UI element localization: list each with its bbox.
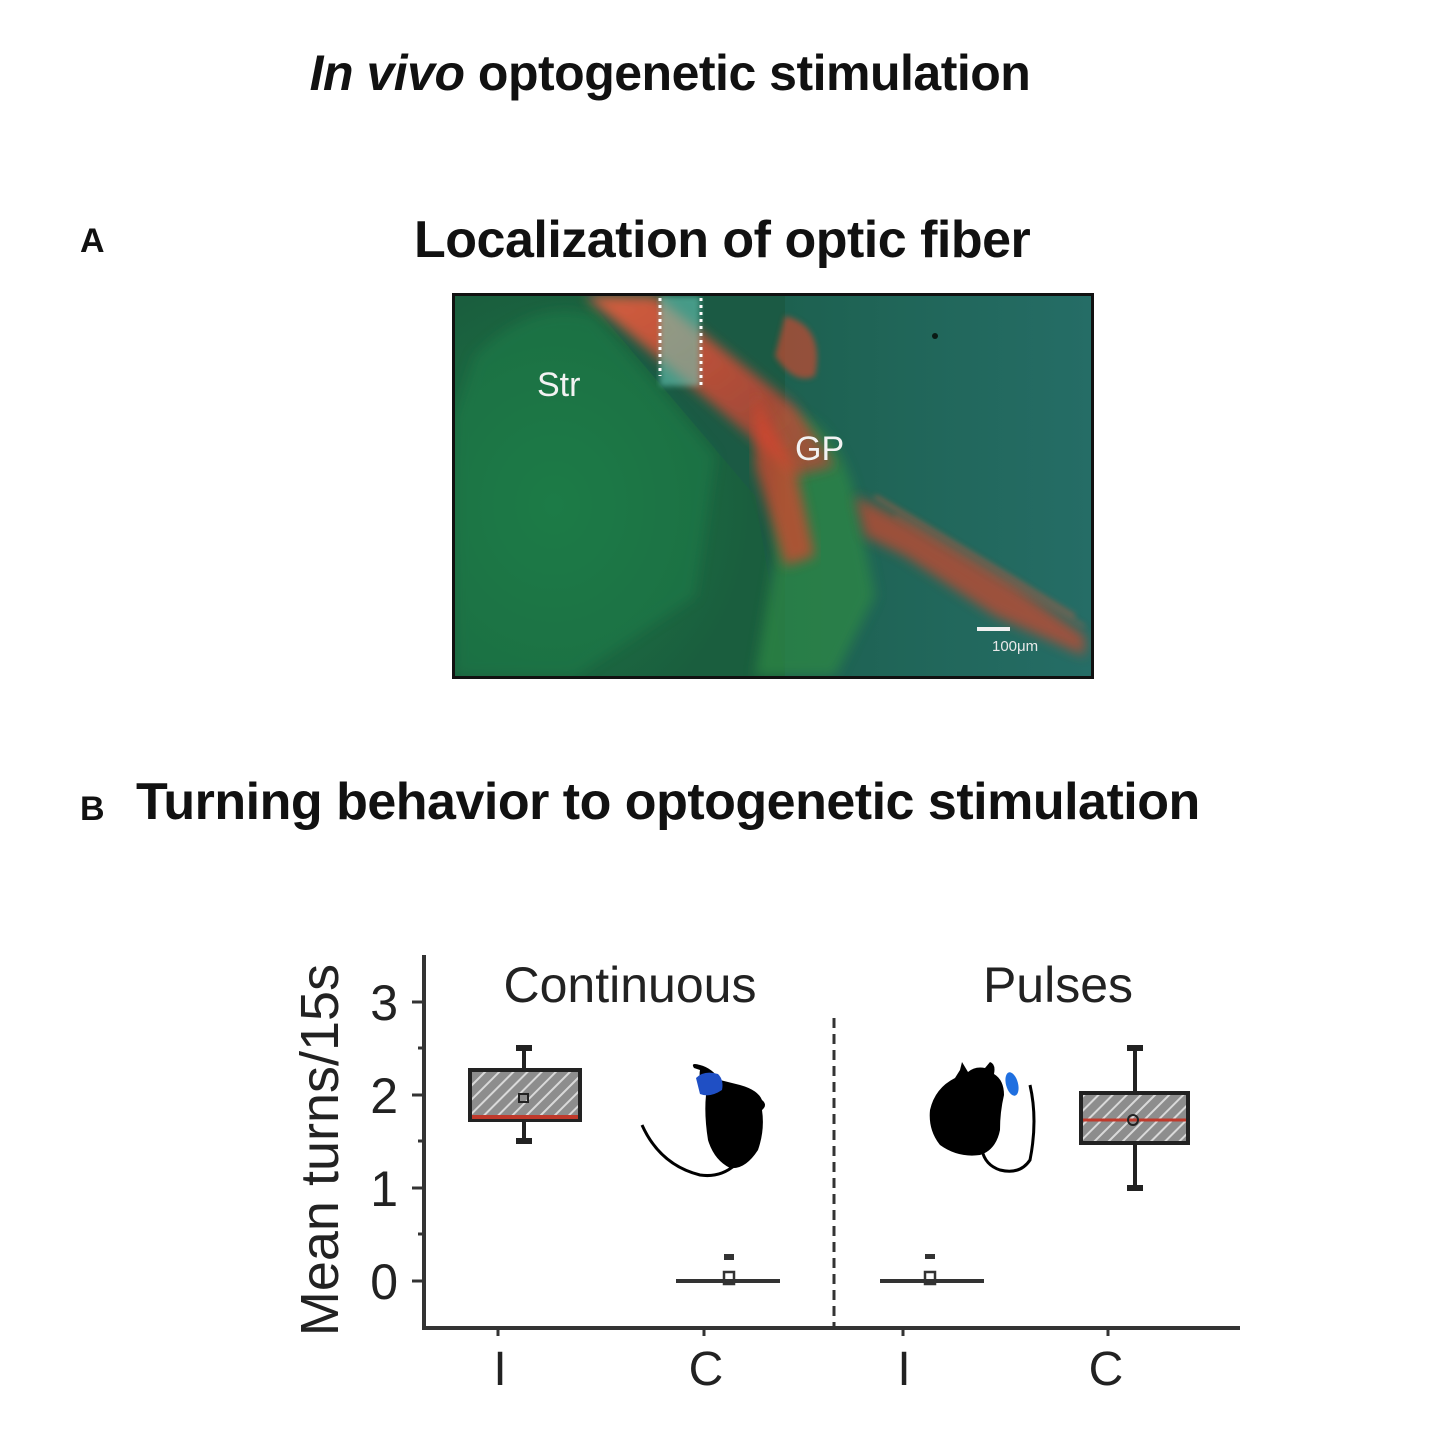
y-axis-label: Mean turns/15s bbox=[290, 964, 350, 1336]
group-label-continuous: Continuous bbox=[504, 957, 757, 1013]
globus-pallidus-label: GP bbox=[795, 430, 845, 468]
y-tick-2: 2 bbox=[370, 1068, 398, 1124]
box-pulses-i bbox=[880, 1254, 984, 1286]
x-tick-pulses-c: C bbox=[1089, 1343, 1124, 1396]
figure-title-rest: optogenetic stimulation bbox=[464, 45, 1031, 101]
mouse-ipsilateral-icon bbox=[640, 1064, 765, 1177]
scale-bar-label: 100μm bbox=[992, 638, 1039, 655]
figure-title-italic: In vivo bbox=[309, 45, 465, 101]
x-tick-continuous-c: C bbox=[689, 1343, 724, 1396]
y-tick-3: 3 bbox=[370, 975, 398, 1031]
box-pulses-c bbox=[1079, 1045, 1190, 1191]
y-tick-0: 0 bbox=[370, 1254, 398, 1310]
panel-b-letter: B bbox=[80, 790, 105, 828]
box-continuous-c bbox=[676, 1254, 780, 1286]
panel-a-letter: A bbox=[80, 222, 105, 260]
mouse-contralateral-icon bbox=[929, 1062, 1036, 1173]
axes bbox=[412, 955, 1240, 1336]
striatum-label: Str bbox=[537, 366, 581, 404]
box-continuous-i bbox=[468, 1045, 582, 1144]
panel-a-title: Localization of optic fiber bbox=[414, 211, 1031, 269]
y-tick-1: 1 bbox=[370, 1161, 398, 1217]
x-tick-pulses-i: I bbox=[897, 1343, 910, 1396]
group-label-pulses: Pulses bbox=[983, 957, 1133, 1013]
micrograph-image bbox=[455, 296, 1091, 676]
panel-b-title: Turning behavior to optogenetic stimulat… bbox=[136, 773, 1200, 831]
x-tick-continuous-i: I bbox=[493, 1343, 506, 1396]
figure-title: In vivo optogenetic stimulation bbox=[0, 44, 1440, 102]
optic-fiber-micrograph: Str GP 100μm bbox=[452, 293, 1094, 679]
